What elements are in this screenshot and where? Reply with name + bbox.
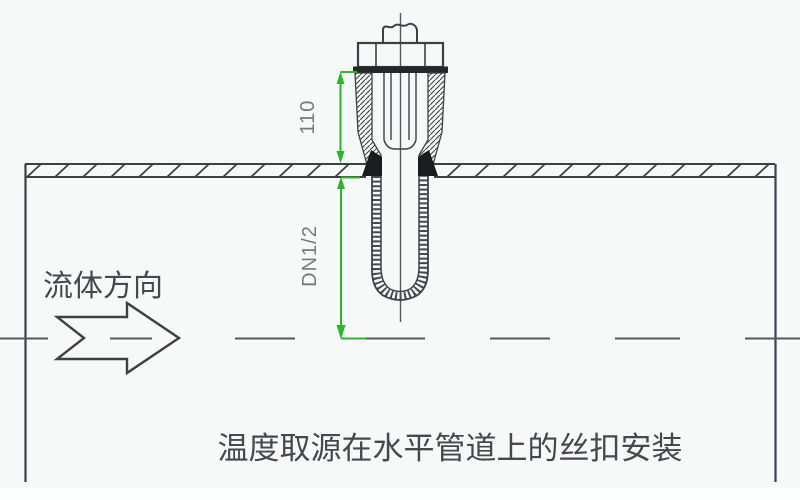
flow-arrow: [53, 300, 182, 376]
dim-110-arrow-top: [336, 71, 345, 84]
probe-inner-wall: [380, 176, 420, 293]
dimension-dn12: DN1/2: [299, 176, 366, 340]
pipe-top-wall-left-lines: [25, 163, 366, 178]
dimension-110: 110: [297, 71, 357, 164]
hex-nut-flats: [375, 43, 426, 67]
seal-right: [418, 150, 438, 176]
dim-dn12-arrow-bottom: [336, 325, 346, 340]
pipe-top-wall-right-hatch: [434, 164, 775, 177]
seal-left: [362, 150, 382, 176]
inner-bore-bottom: [383, 139, 417, 150]
dim-dn12-arrow-top: [337, 176, 345, 189]
pipe-top-wall-right-lines: [434, 163, 775, 178]
inner-tube-lines: [383, 73, 417, 140]
flange-band: [353, 66, 448, 73]
pipe-top-wall-left-hatch: [25, 164, 366, 177]
dim-dn12-extension-ticks: [341, 176, 366, 340]
flow-direction-label: 流体方向: [43, 270, 163, 303]
dim-110-arrow-bottom: [336, 151, 345, 164]
horizontal-pipe: [0, 163, 800, 482]
flow-direction: 流体方向: [43, 270, 182, 376]
drawing-caption: 温度取源在水平管道上的丝扣安装: [218, 431, 683, 466]
dim-dn12-label: DN1/2: [299, 225, 321, 287]
probe-thread-texture: [372, 176, 428, 301]
sensor-stem: [382, 22, 418, 43]
image-bottom-margin: [0, 487, 800, 500]
thermowell-fitting: [353, 13, 448, 322]
probe-outer-wall: [371, 176, 429, 301]
dim-110-label: 110: [297, 100, 319, 135]
